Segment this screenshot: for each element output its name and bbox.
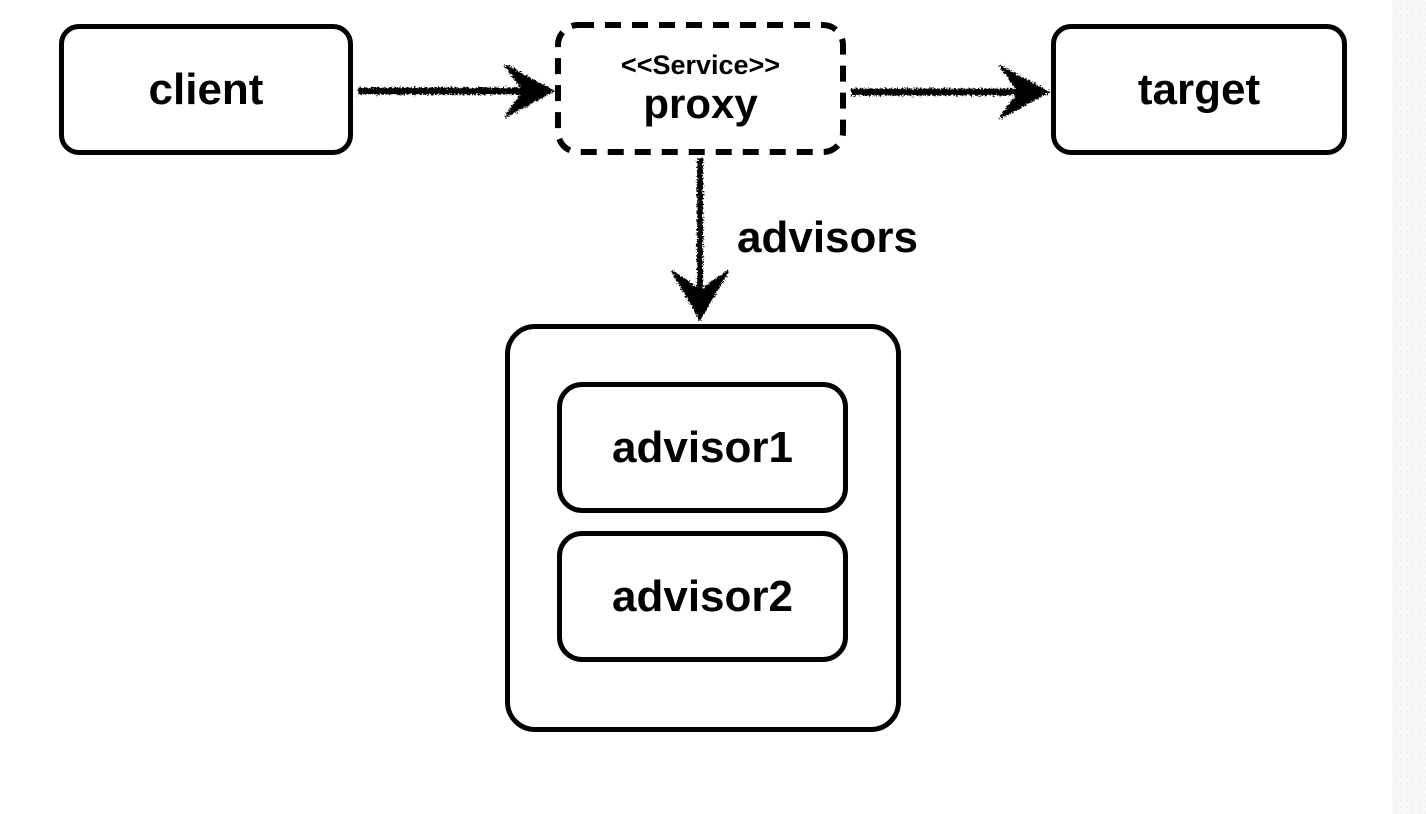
arrow-proxy-to-advisors xyxy=(671,158,729,321)
arrow-client-to-proxy xyxy=(358,64,556,118)
arrow-proxy-to-target-head xyxy=(999,65,1051,119)
page-right-edge-strip xyxy=(1392,0,1426,814)
node-target-label: target xyxy=(1137,64,1261,114)
arrow-proxy-to-target xyxy=(851,65,1051,119)
node-client-label: client xyxy=(148,64,264,114)
node-advisor1-label: advisor1 xyxy=(612,422,793,472)
node-proxy-stereotype: <<Service>> xyxy=(620,50,781,80)
node-advisor2: advisor2 xyxy=(557,531,848,662)
node-advisor1: advisor1 xyxy=(557,382,848,513)
node-client: client xyxy=(59,24,353,155)
node-target: target xyxy=(1051,24,1347,155)
node-proxy: <<Service>> proxy xyxy=(556,23,845,154)
node-proxy-label: proxy xyxy=(643,80,758,127)
arrow-proxy-to-advisors-head xyxy=(671,270,729,321)
node-advisor2-label: advisor2 xyxy=(612,571,793,621)
arrow-client-to-proxy-head xyxy=(504,64,556,118)
edge-label-advisors: advisors xyxy=(737,213,918,262)
